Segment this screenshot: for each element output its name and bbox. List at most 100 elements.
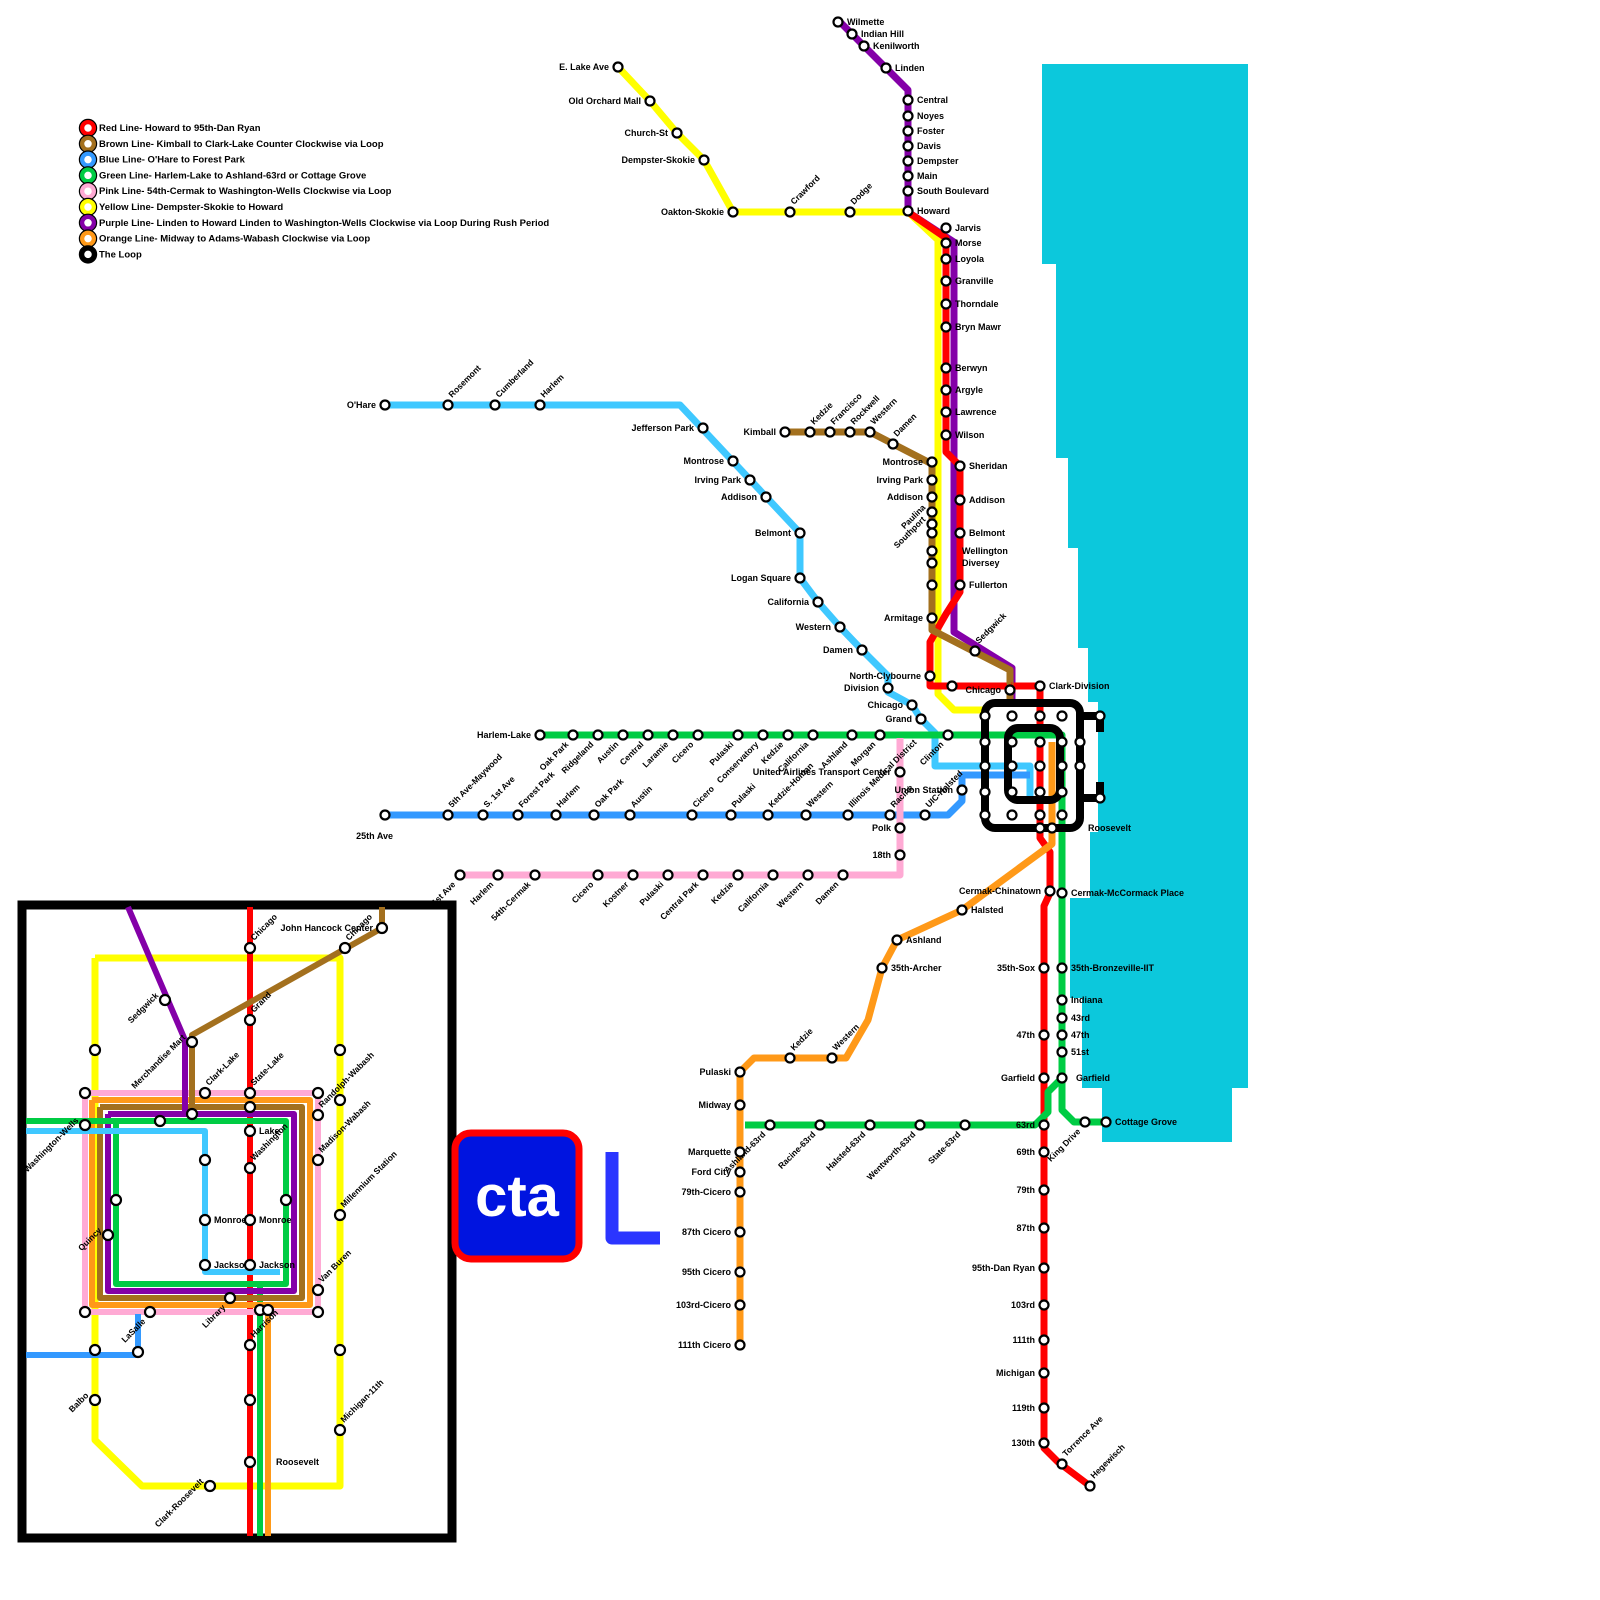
station-label-harlem: Harlem (538, 372, 566, 400)
station-dot-rosemont (442, 399, 454, 411)
station-dot-california (812, 596, 824, 608)
station-label-laramie: Laramie (640, 739, 670, 769)
station-dot-washington (243, 1161, 257, 1175)
station-dot-kedzie (782, 729, 794, 741)
station-dot-damen (837, 869, 849, 881)
station-dot-69th (1038, 1146, 1050, 1158)
station-dot (1034, 760, 1046, 772)
station-dot-103rd-cicero (734, 1299, 746, 1311)
station-dot-wilson (940, 429, 952, 441)
station-dot-pulaski (732, 729, 744, 741)
station-label-kimball: Kimball (743, 427, 776, 437)
station-dot-john-hancock-center (375, 921, 389, 935)
station-label-california: California (767, 597, 810, 607)
station-label-kedzie: Kedzie (709, 879, 736, 906)
station-label-monroe: Monroe (259, 1215, 292, 1225)
station-dot-addison (926, 491, 938, 503)
line-red-line (906, 209, 1093, 1489)
station-dot-lake (243, 1124, 257, 1138)
station-label-harlem-lake: Harlem-Lake (477, 730, 531, 740)
station-label-main: Main (917, 171, 938, 181)
station-dot-kedzie (732, 869, 744, 881)
station-dot-millennium-station (333, 1208, 347, 1222)
inset-green-ring (113, 1118, 289, 1287)
station-dot-51st (1056, 1046, 1068, 1058)
station-dot-jarvis (940, 222, 952, 234)
station-dot-87th (1038, 1222, 1050, 1234)
station-label-crawford: Crawford (788, 173, 821, 206)
station-dot-southport (926, 518, 938, 530)
station-dot-united-airlines-transport-center (894, 766, 906, 778)
inset-yellow-ring (91, 954, 344, 1490)
station-dot-cicero (686, 809, 698, 821)
station-label-garfield: Garfield (1001, 1073, 1035, 1083)
station-dot-harlem-lake (534, 729, 546, 741)
station-dot-95th-dan-ryan (1038, 1262, 1050, 1274)
legend-label-blue: Blue Line- O'Hare to Forest Park (99, 155, 246, 166)
station-dot (333, 1343, 347, 1357)
station-dot-armitage (926, 612, 938, 624)
station-label-western: Western (775, 879, 806, 910)
station-label-wellington: Wellington (962, 546, 1008, 556)
legend-label-brown: Brown Line- Kimball to Clark-Lake Counte… (99, 139, 384, 150)
station-label-111th-cicero: 111th Cicero (678, 1340, 732, 1350)
station-label-lake: Lake (259, 1126, 280, 1136)
station-dot-ashland (846, 729, 858, 741)
station-dot-pulaski (734, 1066, 746, 1078)
station-dot-sedgwick (969, 645, 981, 657)
line-pink-line (460, 738, 904, 879)
station-dot-halsted (956, 904, 968, 916)
station-label-belmont: Belmont (969, 528, 1005, 538)
station-dot (1056, 809, 1068, 821)
station-label-s-1st-ave: S. 1st Ave (481, 774, 517, 810)
the-loop (979, 699, 1106, 834)
station-dot-chicago (906, 699, 918, 711)
inset-orange-ring (89, 1097, 313, 1308)
station-label-fullerton: Fullerton (969, 580, 1008, 590)
station-dot (1006, 736, 1018, 748)
station-dot-harlem (550, 809, 562, 821)
station-dot-lawrence (940, 406, 952, 418)
station-label-clark-division: Clark-Division (1049, 681, 1110, 691)
station-label-midway: Midway (698, 1100, 731, 1110)
station-label-indian-hill: Indian Hill (861, 29, 904, 39)
station-label-119th: 119th (1012, 1403, 1035, 1413)
station-label-western: Western (804, 779, 835, 810)
station-dot-irving-park (744, 474, 756, 486)
station-label-79th-cicero: 79th-Cicero (681, 1187, 731, 1197)
station-label-87th-cicero: 87th Cicero (682, 1227, 732, 1237)
station-dot-morse (940, 237, 952, 249)
station-dot-18th (894, 849, 906, 861)
station-dot-kedzie-homan (762, 809, 774, 821)
station-dot-central (902, 94, 914, 106)
station-label-halsted: Halsted (971, 905, 1004, 915)
station-dot-dempster-skokie (698, 154, 710, 166)
station-label-95th-cicero: 95th Cicero (682, 1267, 732, 1277)
station-dot-rockwell (844, 426, 856, 438)
station-label-47th: 47th (1071, 1030, 1090, 1040)
station-dot (311, 1305, 325, 1319)
station-dot-130th (1038, 1437, 1050, 1449)
station-label-pulaski: Pulaski (729, 781, 757, 809)
legend-marker-purple (79, 214, 97, 232)
station-dot-crawford (784, 206, 796, 218)
station-label-diversey: Diversey (962, 558, 1000, 568)
station-dot-pulaski (725, 809, 737, 821)
station-dot-halsted-division (946, 680, 958, 692)
station-dot-kenilworth (858, 40, 870, 52)
station-label-logan-square: Logan Square (731, 573, 791, 583)
station-dot-loyola (940, 253, 952, 265)
station-dot-garfield (1056, 1072, 1068, 1084)
station-dot-california (767, 869, 779, 881)
station-dot-kedzie (804, 426, 816, 438)
station-label-addison: Addison (887, 492, 923, 502)
station-dot-garfield (1038, 1072, 1050, 1084)
station-dot-church-st (671, 127, 683, 139)
station-dot-paulina (926, 506, 938, 518)
station-label-69th: 69th (1016, 1147, 1035, 1157)
station-label-armitage: Armitage (884, 613, 923, 623)
station-label-union-station: Union Station (895, 785, 954, 795)
station-label-18th: 18th (872, 850, 891, 860)
